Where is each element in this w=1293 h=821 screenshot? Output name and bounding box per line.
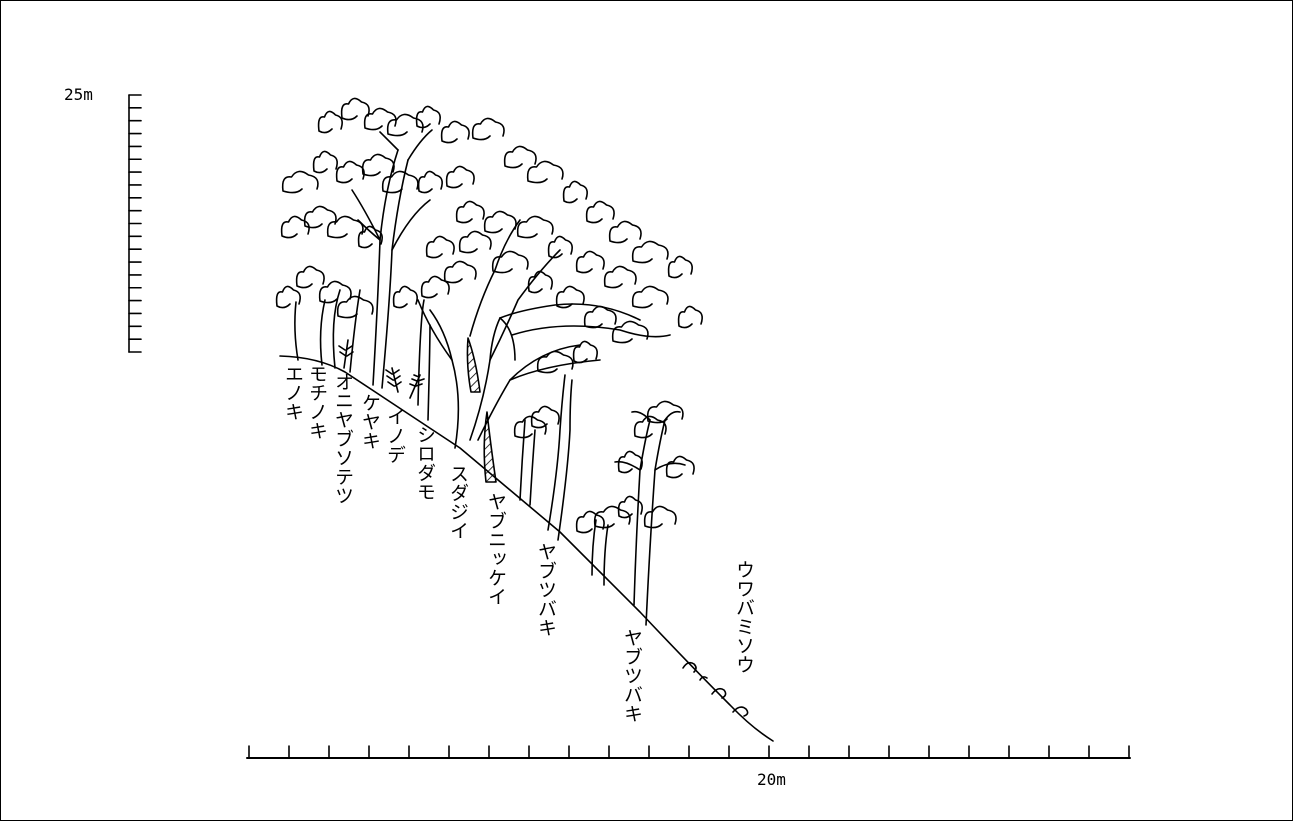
canopy-clump: [317, 110, 343, 134]
canopy-clump: [386, 113, 424, 137]
canopy-clump: [443, 260, 477, 284]
canopy-clump: [526, 160, 564, 184]
species-label-enoki: エノキ: [282, 364, 304, 421]
canopy-clump: [440, 120, 470, 144]
canopy-clump: [513, 415, 547, 439]
canopy-clump: [503, 145, 537, 169]
canopy-clump: [631, 240, 669, 264]
canopy-clump: [646, 400, 684, 424]
ground-herbs: [682, 661, 749, 717]
fern-symbols: [338, 339, 425, 399]
canopy-clump: [667, 255, 693, 279]
species-label-yabutsubaki-2: ヤブツバキ: [621, 628, 643, 723]
canopy-clump: [275, 285, 301, 309]
canopy-clump: [455, 200, 485, 224]
y-axis-label: 25m: [64, 85, 93, 104]
species-label-uwabamisou: ウワバミソウ: [733, 560, 755, 674]
canopy-clump: [572, 340, 598, 364]
canopy-clump: [643, 505, 677, 529]
species-label-oniyabusotetsu: オニヤブソテツ: [332, 372, 354, 505]
canopy-clump: [575, 510, 605, 534]
canopy-clump: [361, 153, 395, 177]
canopy-clump: [392, 285, 418, 309]
canopy-clump: [318, 280, 352, 304]
yabunikkei-trunk: [466, 337, 497, 483]
canopy-clump: [491, 250, 529, 274]
canopy-clump: [617, 450, 643, 474]
canopy-clump: [363, 107, 397, 131]
canopy-clump: [527, 270, 553, 294]
canopy-clump: [631, 285, 669, 309]
canopy-clump: [608, 220, 642, 244]
species-label-sudajii: スダジイ: [447, 464, 469, 540]
canopy-clump: [677, 305, 703, 329]
canopy-clump: [445, 165, 475, 189]
canopy-clump: [617, 495, 643, 519]
species-label-yabutsubaki-1: ヤブツバキ: [535, 542, 557, 637]
canopy-clump: [280, 215, 310, 239]
canopy-clump: [633, 415, 667, 439]
canopy-clump: [281, 170, 319, 194]
height-scale: [128, 94, 142, 353]
canopy-clump: [603, 265, 637, 289]
tree-canopy: [275, 97, 703, 534]
species-label-mochinoki: モチノキ: [306, 364, 328, 440]
canopy-clump: [575, 250, 605, 274]
canopy-clump: [547, 235, 573, 259]
canopy-clump: [516, 215, 554, 239]
canopy-clump: [583, 305, 617, 329]
species-label-yabunikkei: ヤブニッケイ: [485, 492, 507, 606]
canopy-clump: [536, 350, 574, 374]
canopy-clump: [340, 97, 370, 121]
canopy-clump: [415, 105, 441, 129]
canopy-clump: [420, 275, 450, 299]
canopy-clump: [458, 230, 492, 254]
canopy-clump: [585, 200, 615, 224]
canopy-clump: [425, 235, 455, 259]
canopy-clump: [471, 117, 505, 141]
canopy-clump: [295, 265, 325, 289]
species-label-shirodamo: シロダモ: [414, 425, 436, 501]
canopy-clump: [357, 225, 383, 249]
x-axis-label: 20m: [757, 770, 786, 789]
left-tall-trees: [294, 129, 433, 421]
distance-scale: [246, 745, 1131, 759]
canopy-clump: [336, 295, 374, 319]
canopy-clump: [312, 150, 338, 174]
canopy-clump: [326, 215, 364, 239]
canopy-clump: [417, 170, 443, 194]
canopy-clump: [483, 210, 517, 234]
canopy-clump: [555, 285, 585, 309]
canopy-clump: [335, 160, 365, 184]
canopy-clump: [611, 320, 649, 344]
canopy-clump: [303, 205, 337, 229]
species-label-keyaki: ケヤキ: [359, 393, 381, 450]
species-label-inode: イノデ: [384, 407, 406, 464]
canopy-clump: [381, 170, 419, 194]
canopy-clump: [562, 180, 588, 204]
canopy-clump: [665, 455, 695, 479]
